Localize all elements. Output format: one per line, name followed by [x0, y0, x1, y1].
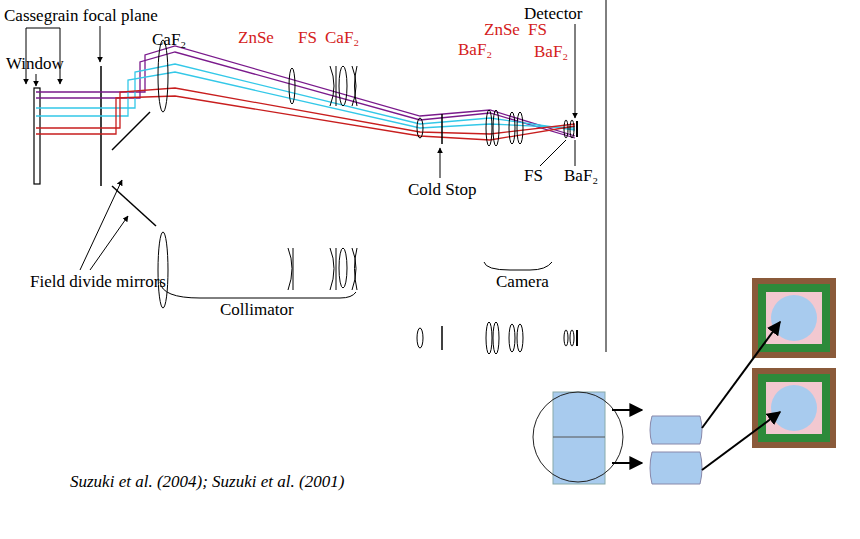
- detector-label: Detector: [524, 4, 583, 23]
- plane-label: Cassegrain focal plane: [4, 6, 158, 25]
- lens-label: ZnSe: [238, 28, 274, 47]
- citation: Suzuki et al. (2004); Suzuki et al. (200…: [70, 472, 344, 491]
- group-label: Camera: [496, 272, 549, 291]
- lens-label: CaF₂: [325, 28, 359, 47]
- lens-label: CaF₂: [152, 30, 186, 49]
- mirror-label: Field divide mirrors: [30, 272, 166, 291]
- window-label: Window: [6, 54, 64, 73]
- stop-label: Cold Stop: [408, 180, 477, 199]
- lens-label: FS: [298, 28, 317, 47]
- lens-label: ZnSe: [484, 20, 520, 39]
- lens-label: FS: [524, 166, 543, 185]
- lens-label: BaF₂: [458, 40, 492, 59]
- group-label: Collimator: [220, 300, 294, 319]
- lens-label: BaF₂: [534, 42, 568, 61]
- lens-label: BaF₂: [564, 166, 598, 185]
